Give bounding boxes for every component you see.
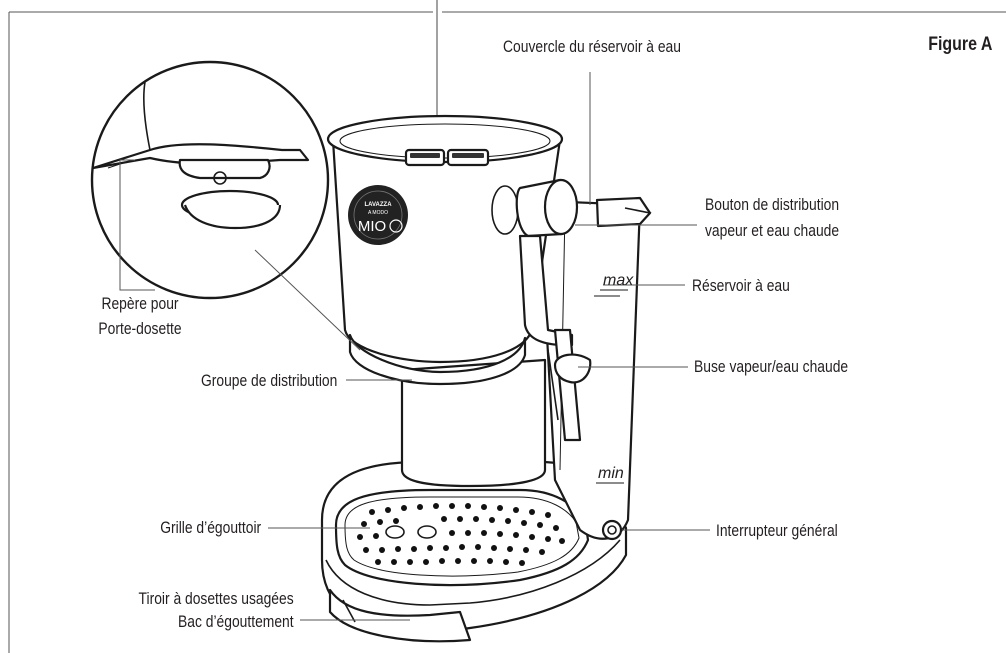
drip-tray-base <box>320 460 628 643</box>
brand-line-text: A MODO <box>368 210 388 216</box>
brand-text: LAVAZZA <box>364 202 392 208</box>
frame-border <box>8 11 1006 653</box>
lid-insert-arrow-icon <box>430 0 444 134</box>
label-steam-button-line2: vapeur et eau chaude <box>705 222 840 240</box>
label-water-tank-lid: Couvercle du réservoir à eau <box>503 38 681 56</box>
power-switch-icon <box>601 519 623 541</box>
column <box>400 358 547 488</box>
steam-knob-and-wand <box>491 178 652 442</box>
label-steam-nozzle: Buse vapeur/eau chaude <box>694 358 849 376</box>
label-capsule-marker-line1: Repère pour <box>101 295 179 313</box>
figure-title: Figure A <box>927 34 992 55</box>
level-max-mark: max <box>603 272 634 289</box>
label-capsule-drawer: Tiroir à dosettes usagées <box>138 590 294 608</box>
label-drip-tray: Bac d’égouttement <box>178 613 294 631</box>
level-min-mark: min <box>598 465 624 482</box>
label-brew-group: Groupe de distribution <box>200 372 337 390</box>
label-drip-grid: Grille d’égouttoir <box>160 519 261 537</box>
leader-lines <box>119 72 710 621</box>
label-steam-button-line1: Bouton de distribution <box>705 196 840 214</box>
leader-dots: max min <box>596 272 634 484</box>
capsule-detail-zoom <box>90 60 330 300</box>
brand-model-text: MIO <box>358 218 386 235</box>
zoom-connector-lines <box>254 249 361 351</box>
label-water-tank: Réservoir à eau <box>692 277 790 295</box>
label-capsule-marker-line2: Porte-dosette <box>98 320 182 338</box>
main-body <box>326 114 564 386</box>
drip-grid-holes <box>357 503 565 566</box>
label-main-switch: Interrupteur général <box>716 522 838 540</box>
brand-badge: LAVAZZA A MODO MIO <box>358 202 392 235</box>
